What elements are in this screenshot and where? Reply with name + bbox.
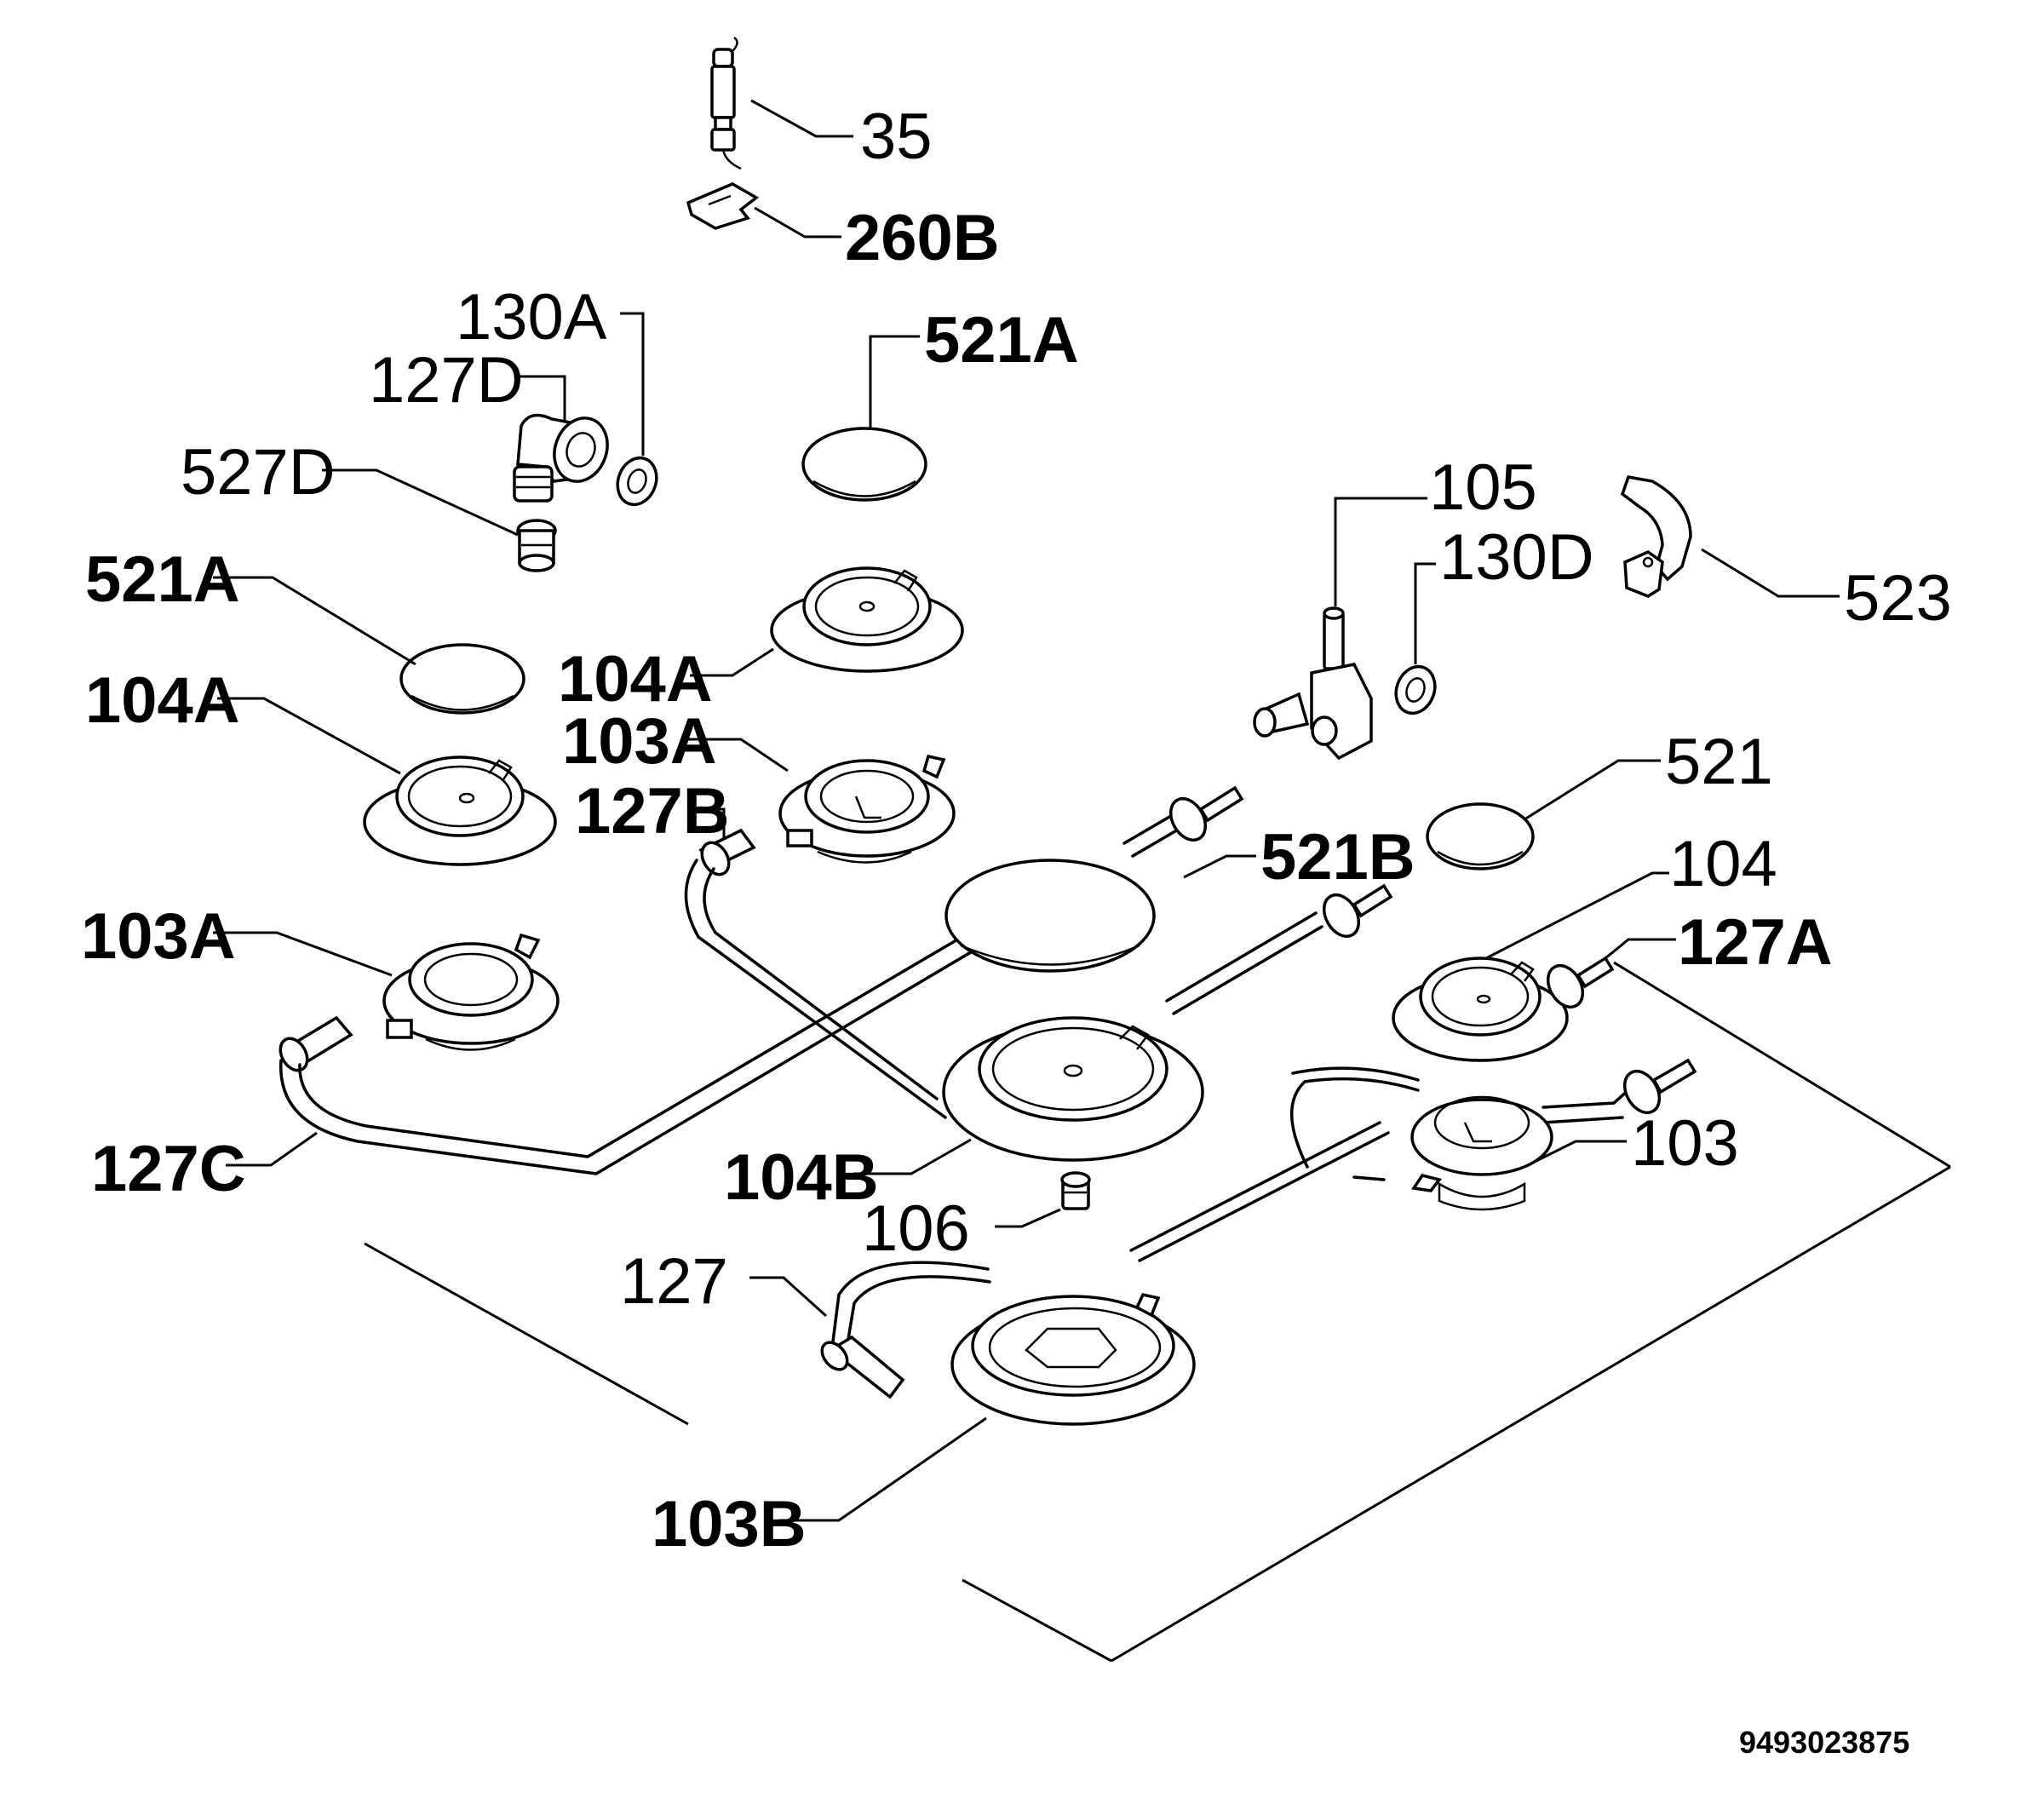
label-127a: 127A: [1678, 906, 1833, 979]
pipe-fitting-mid-icon[interactable]: [1317, 883, 1393, 943]
elbow-127d-icon[interactable]: [513, 411, 616, 503]
label-130a: 130A: [456, 281, 607, 353]
seal-130a-icon[interactable]: [611, 452, 663, 510]
nozzle-527d-icon[interactable]: [516, 519, 557, 572]
injector-106-icon[interactable]: [1060, 1171, 1091, 1210]
crown-104-icon[interactable]: [1392, 957, 1569, 1062]
label-127b: 127B: [575, 775, 730, 847]
cup-103a-left-icon[interactable]: [382, 933, 560, 1051]
clip-icon[interactable]: [686, 182, 760, 230]
ignition-plug-icon[interactable]: [710, 37, 742, 170]
pipe-127-icon[interactable]: [817, 1261, 991, 1399]
cap-521a-left-icon[interactable]: [399, 643, 525, 715]
cap-521-icon[interactable]: [1426, 802, 1535, 870]
label-104b: 104B: [724, 1141, 879, 1214]
pipe-127c-icon[interactable]: [275, 931, 981, 1175]
cup-103-icon[interactable]: [1290, 1058, 1697, 1211]
label-521a-top: 521A: [924, 304, 1079, 376]
label-103a-left: 103A: [81, 900, 236, 973]
label-527d: 527D: [181, 436, 336, 508]
cap-521b-icon[interactable]: [944, 859, 1156, 973]
valve-105-icon[interactable]: [1253, 606, 1373, 761]
label-103: 103: [1631, 1107, 1739, 1180]
label-35: 35: [860, 101, 933, 173]
label-127d: 127D: [369, 344, 524, 417]
cup-103b-icon[interactable]: [950, 1292, 1196, 1426]
crown-104a-mid-icon[interactable]: [770, 566, 964, 673]
label-130d: 130D: [1439, 521, 1594, 594]
label-127c: 127C: [91, 1133, 246, 1205]
label-104a-mid: 104A: [558, 643, 713, 715]
crown-104b-icon[interactable]: [942, 1016, 1204, 1162]
pipe-127b-fitting-icon[interactable]: [697, 828, 756, 879]
label-521a-left: 521A: [85, 543, 240, 616]
label-523: 523: [1844, 562, 1952, 635]
seal-130d-icon[interactable]: [1390, 661, 1441, 719]
crown-104a-left-icon[interactable]: [363, 755, 557, 866]
label-103a-mid: 103A: [562, 705, 717, 778]
label-103b: 103B: [652, 1488, 807, 1560]
label-127: 127: [620, 1245, 728, 1318]
label-260b: 260B: [845, 202, 1000, 274]
label-106: 106: [862, 1192, 970, 1265]
drawing-code: 9493023875: [1739, 1725, 1909, 1760]
pipe-fitting-521b-icon[interactable]: [1122, 785, 1244, 858]
cap-521a-top-icon[interactable]: [801, 427, 927, 502]
pipe-127a-icon[interactable]: [1541, 956, 1615, 1014]
hob-outline: [364, 961, 1951, 1663]
label-104a-left: 104A: [85, 664, 240, 737]
label-105: 105: [1429, 451, 1537, 524]
bracket-523-icon[interactable]: [1620, 475, 1692, 598]
label-521b: 521B: [1260, 821, 1415, 893]
label-104: 104: [1669, 828, 1777, 900]
label-521: 521: [1665, 726, 1773, 798]
cup-103a-mid-icon[interactable]: [778, 754, 956, 864]
